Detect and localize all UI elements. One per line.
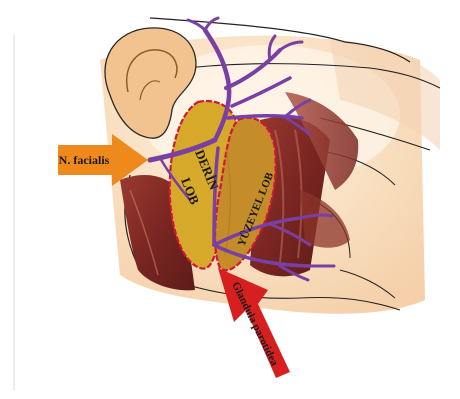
nerve-label: N. facialis [59,153,110,167]
nerve-temporal-tip [205,18,218,30]
